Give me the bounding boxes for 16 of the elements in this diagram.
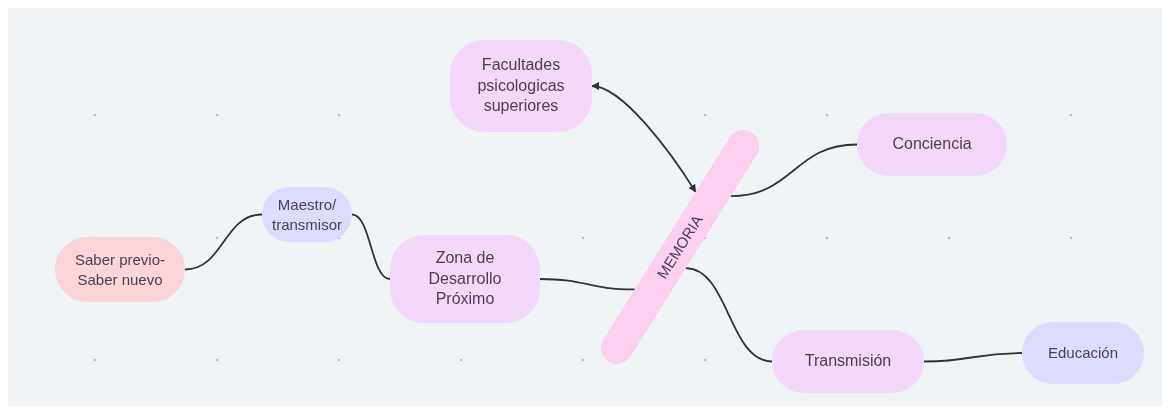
node-label: Zona de Desarrollo Próximo xyxy=(427,247,503,310)
node-label: Maestro/ transmisor xyxy=(272,195,342,234)
rounded-node xyxy=(390,235,540,323)
connector-line xyxy=(539,278,636,291)
connector-line xyxy=(729,143,858,197)
connector-line xyxy=(923,352,1023,363)
node-label: Conciencia xyxy=(892,134,972,155)
connector-line xyxy=(591,83,697,193)
connector-line xyxy=(351,213,391,280)
node-label: Educación xyxy=(1047,343,1119,363)
node-label: Facultades psicologicas superiores xyxy=(476,54,566,117)
node-label: Transmisión xyxy=(804,351,892,372)
connector-line xyxy=(684,267,773,363)
rounded-node xyxy=(450,40,592,132)
node-label: Saber previo- Saber nuevo xyxy=(73,250,166,289)
connector-line xyxy=(184,213,263,271)
